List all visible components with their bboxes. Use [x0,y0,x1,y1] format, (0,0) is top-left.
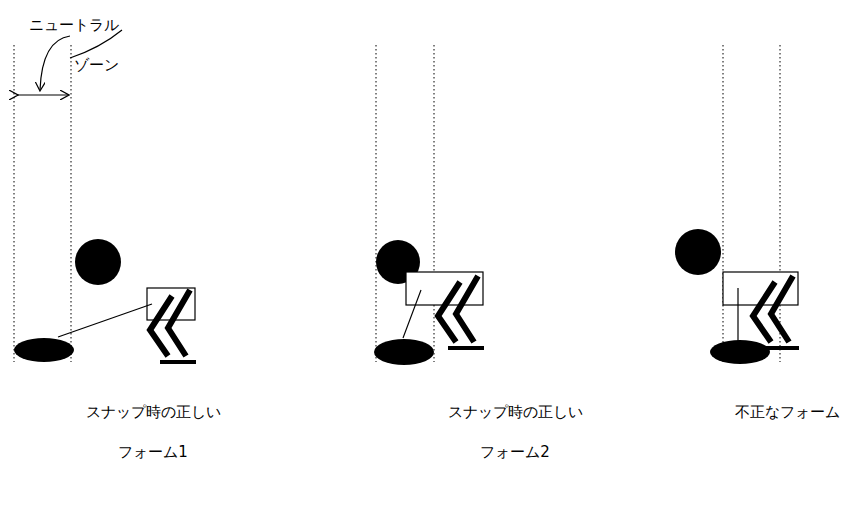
form-caption: 不正なフォーム [712,392,854,432]
callout-arrow [40,36,70,90]
figure-2 [374,45,484,365]
form-caption: スナップ時の正しい フォーム1 [78,392,228,472]
figure-1 [14,30,196,362]
form-caption: スナップ時の正しい フォーム2 [440,392,590,472]
figure-3 [675,45,799,364]
callout-curve [70,30,122,58]
zone-width-arrow [17,94,68,95]
zone-label: ニュートラル ゾーン [23,5,119,85]
